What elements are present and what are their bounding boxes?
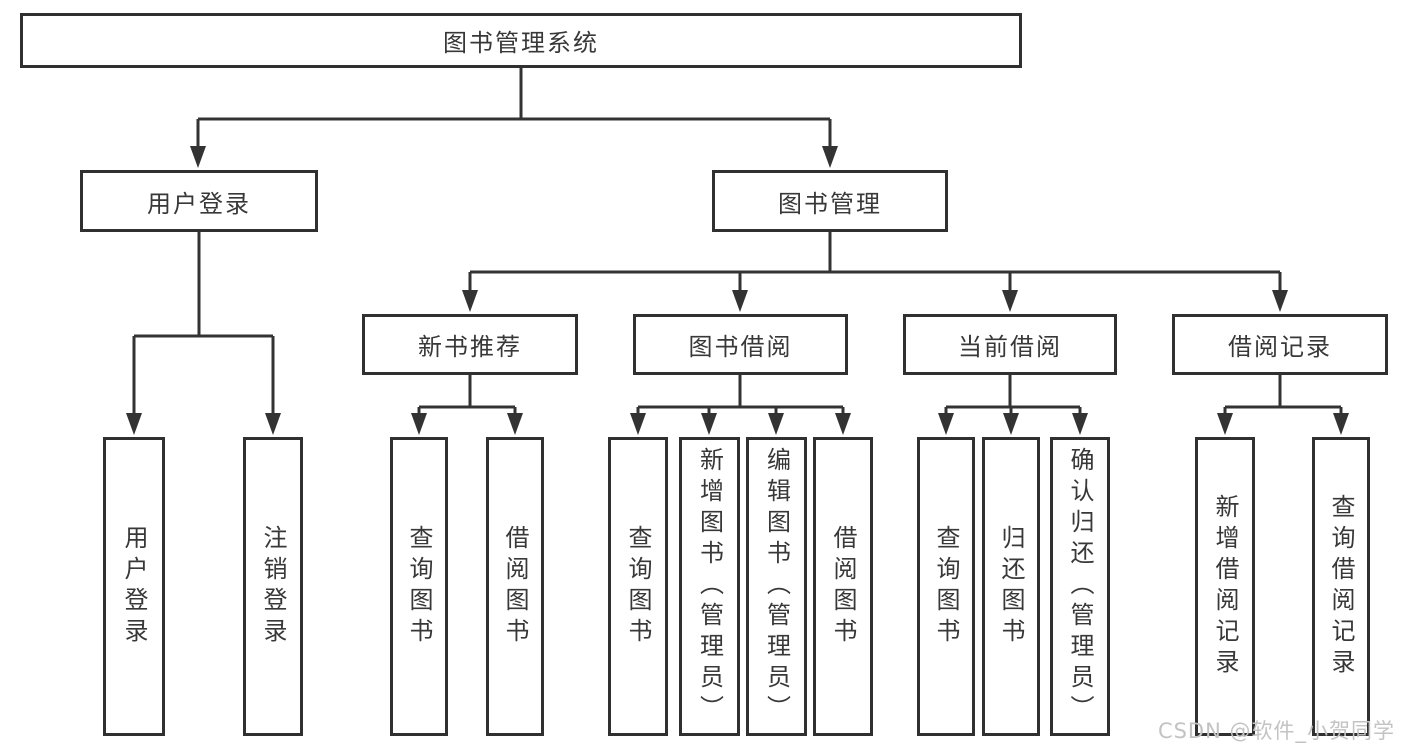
leaf-edit-books-admin: 编辑图书（管理员） (746, 437, 807, 736)
arrowhead-icon (938, 413, 1088, 435)
connector-lines (944, 375, 1082, 417)
arrowhead-icon (1217, 413, 1349, 435)
leaf-user-login: 用户登录 (103, 437, 165, 736)
leaf-query-borrow-record: 查询借阅记录 (1312, 437, 1370, 736)
connector-book-borrowing-to-leaves (630, 375, 851, 435)
node-current-borrowing: 当前借阅 (903, 314, 1117, 375)
connector-root-to-level2 (190, 68, 838, 168)
arrowhead-icon (126, 413, 281, 435)
arrowhead-icon (190, 146, 838, 168)
connector-current-borrowing-to-leaves (938, 375, 1088, 435)
connector-borrowing-records-to-leaves (1217, 375, 1349, 435)
leaf-logout: 注销登录 (243, 437, 303, 736)
node-borrowing-records: 借阅记录 (1172, 314, 1388, 375)
watermark: CSDN @软件_小贺同学 (1157, 719, 1395, 743)
connector-lines (1223, 375, 1343, 417)
connector-book-management-to-level3 (462, 232, 1288, 312)
leaf-borrow-books-borrowing: 借阅图书 (813, 437, 873, 736)
leaf-query-books-recommend: 查询图书 (390, 437, 448, 736)
leaf-borrow-books-recommend: 借阅图书 (486, 437, 544, 736)
leaf-return-books: 归还图书 (982, 437, 1040, 736)
node-new-book-recommend: 新书推荐 (362, 314, 578, 375)
node-book-borrowing: 图书借阅 (633, 314, 848, 375)
leaf-confirm-return-admin: 确认归还（管理员） (1050, 437, 1110, 736)
leaf-query-books-current: 查询图书 (917, 437, 975, 736)
connector-new-book-recommend-to-leaves (411, 375, 523, 435)
arrowhead-icon (630, 413, 851, 435)
leaf-add-books-admin: 新增图书（管理员） (679, 437, 740, 736)
connector-user-login-to-leaves (126, 232, 281, 435)
connector-lines (196, 68, 832, 150)
connector-lines (468, 232, 1282, 294)
arrowhead-icon (411, 413, 523, 435)
leaf-query-books-borrowing: 查询图书 (608, 437, 668, 736)
arrowhead-icon (462, 290, 1288, 312)
node-user-login: 用户登录 (80, 170, 318, 232)
connector-lines (417, 375, 517, 417)
node-book-management: 图书管理 (712, 170, 948, 232)
connector-lines (636, 375, 845, 417)
connector-lines (132, 232, 275, 417)
node-library-management-system: 图书管理系统 (20, 13, 1022, 68)
leaf-add-borrow-record: 新增借阅记录 (1195, 437, 1255, 736)
